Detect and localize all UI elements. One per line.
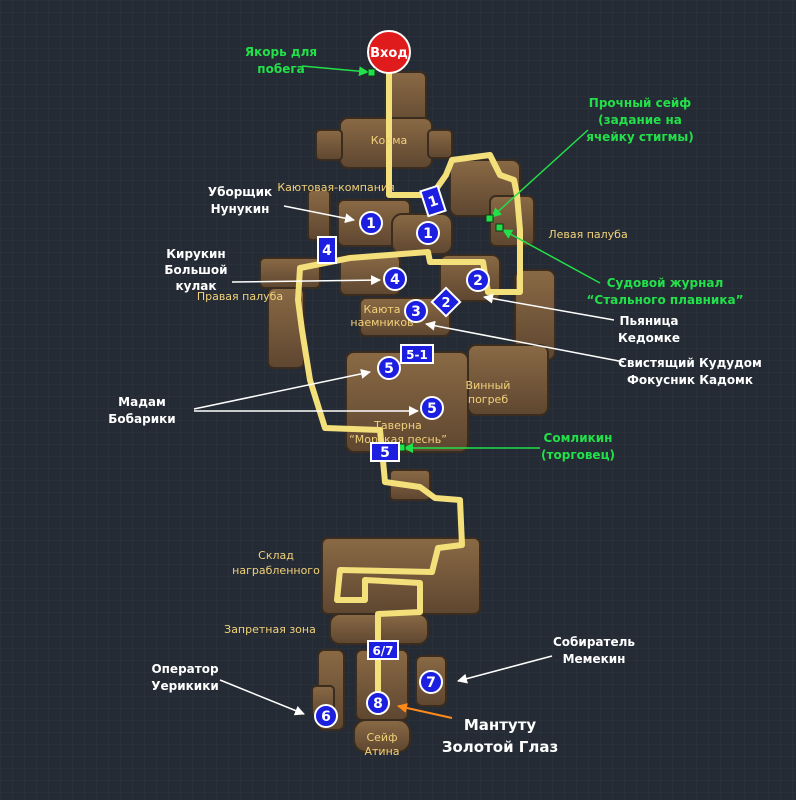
flag-5: 5 xyxy=(370,442,400,462)
callout-yakor-2: побега xyxy=(257,62,304,76)
callout-zhurnal-2: “Стального плавника” xyxy=(587,293,744,307)
callout-sobiratel-2: Мемекин xyxy=(563,652,626,666)
callout-mantutu-2: Золотой Глаз xyxy=(442,738,558,756)
svg-text:4: 4 xyxy=(322,243,332,259)
entrance-label: Вход xyxy=(370,46,408,61)
svg-text:6: 6 xyxy=(321,709,331,725)
svg-text:7: 7 xyxy=(426,675,436,691)
route-path xyxy=(295,67,523,703)
callout-somlikin-2: (торговец) xyxy=(541,448,615,462)
room-label-sklad-1: Склад xyxy=(258,549,294,562)
marker-5-b: 5 xyxy=(420,396,444,420)
svg-text:3: 3 xyxy=(411,304,421,320)
room-label-seif-2: Атина xyxy=(364,745,399,758)
quest-item-markers xyxy=(367,68,504,452)
room-label-kayuta-1: Каюта xyxy=(364,303,401,316)
flag-5-1: 5-1 xyxy=(400,344,434,364)
callout-uborshik-2: Нунукин xyxy=(211,202,270,216)
callout-kirukin-3: кулак xyxy=(176,279,217,293)
room-label-vinnyi-1: Винный xyxy=(466,379,511,392)
callout-seif-stigma-2: (задание на xyxy=(598,113,682,127)
svg-text:1: 1 xyxy=(366,216,376,232)
callout-kirukin-1: Кирукин xyxy=(166,247,225,261)
marker-2: 2 xyxy=(466,268,490,292)
marker-4: 4 xyxy=(383,267,407,291)
marker-3: 3 xyxy=(404,299,428,323)
callout-svist-1: Свистящий Кудудом xyxy=(618,356,762,370)
callout-pyanica-1: Пьяница xyxy=(619,314,678,328)
flag-1: 1 xyxy=(419,184,447,218)
callout-pyanica-2: Кедомке xyxy=(618,331,680,345)
callout-yakor-1: Якорь для xyxy=(245,45,317,59)
svg-text:5: 5 xyxy=(384,361,394,377)
callout-kirukin-2: Большой xyxy=(164,263,227,277)
svg-text:4: 4 xyxy=(390,272,400,288)
room-label-pravaya-paluba: Правая палуба xyxy=(197,290,283,303)
room-label-taverna-1: Таверна xyxy=(373,419,422,432)
callout-madam-2: Бобарики xyxy=(108,412,175,426)
callout-operator-2: Уерикики xyxy=(151,679,219,693)
room-label-vinnyi-2: погреб xyxy=(468,393,508,406)
callout-operator-1: Оператор xyxy=(151,662,219,676)
callout-seif-stigma-3: ячейку стигмы) xyxy=(586,130,694,144)
marker-5-a: 5 xyxy=(377,356,401,380)
svg-text:5: 5 xyxy=(380,445,390,461)
marker-1-a: 1 xyxy=(359,211,383,235)
room-label-kayuta-2: наемников xyxy=(350,316,413,329)
marker-7: 7 xyxy=(419,670,443,694)
svg-text:8: 8 xyxy=(373,696,383,712)
svg-text:1: 1 xyxy=(423,226,433,242)
callout-zhurnal-1: Судовой журнал xyxy=(607,276,724,290)
flag-4: 4 xyxy=(317,236,337,264)
callout-seif-stigma-1: Прочный сейф xyxy=(589,96,692,110)
svg-text:5-1: 5-1 xyxy=(406,348,428,362)
room-label-sklad-2: награбленного xyxy=(232,564,320,577)
callout-madam-1: Мадам xyxy=(118,395,166,409)
svg-text:2: 2 xyxy=(473,273,483,289)
entrance-marker: Вход xyxy=(367,30,411,74)
npc-markers: 1 1 2 3 4 5 5 6 7 8 xyxy=(314,211,490,728)
marker-1-b: 1 xyxy=(416,221,440,245)
callout-somlikin-1: Сомликин xyxy=(544,431,613,445)
marker-6: 6 xyxy=(314,704,338,728)
route-flags: 1 2 4 5 5-1 6/7 xyxy=(317,184,462,660)
svg-text:1: 1 xyxy=(426,193,440,211)
room-label-korma: Корма xyxy=(371,134,408,147)
svg-text:5: 5 xyxy=(427,401,437,417)
room-label-zapretnaya: Запретная зона xyxy=(224,623,316,636)
callout-sobiratel-1: Собиратель xyxy=(553,635,635,649)
callout-mantutu-1: Мантуту xyxy=(464,716,537,734)
room-label-levaya-paluba: Левая палуба xyxy=(548,228,627,241)
flag-2: 2 xyxy=(430,286,462,318)
flag-6-7: 6/7 xyxy=(367,640,399,660)
callout-svist-2: Фокусник Кадомк xyxy=(627,373,753,387)
callout-uborshik-1: Уборщик xyxy=(208,185,272,199)
svg-text:6/7: 6/7 xyxy=(372,644,393,658)
marker-8: 8 xyxy=(366,691,390,715)
room-label-seif-1: Сейф xyxy=(366,731,397,744)
room-label-kayut-kompaniya: Каютовая-компания xyxy=(277,181,394,194)
svg-text:2: 2 xyxy=(441,296,450,311)
